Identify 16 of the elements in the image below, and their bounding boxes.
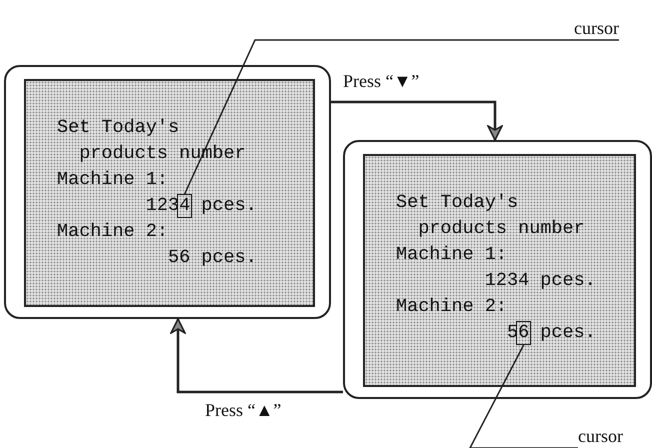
screen-text: 1234 pces. bbox=[484, 270, 596, 291]
arrow bbox=[331, 100, 503, 141]
callout-label: cursor bbox=[578, 426, 623, 446]
screen-text: 56 pces. bbox=[168, 247, 257, 268]
screen-text: Machine 1: bbox=[396, 244, 508, 265]
screen-text: Machine 2: bbox=[396, 296, 508, 317]
screen-text: Machine 2: bbox=[57, 221, 168, 242]
screen-text: Set Today's bbox=[396, 192, 518, 213]
display-device bbox=[343, 140, 652, 399]
screen-text: products number bbox=[418, 218, 585, 239]
screen-text: Machine 1: bbox=[57, 169, 168, 190]
leader-line bbox=[468, 344, 578, 448]
callout-label: cursor bbox=[574, 18, 619, 38]
display-device bbox=[4, 65, 331, 319]
arrow bbox=[170, 318, 343, 394]
screen-text: Set Today's bbox=[57, 117, 180, 138]
